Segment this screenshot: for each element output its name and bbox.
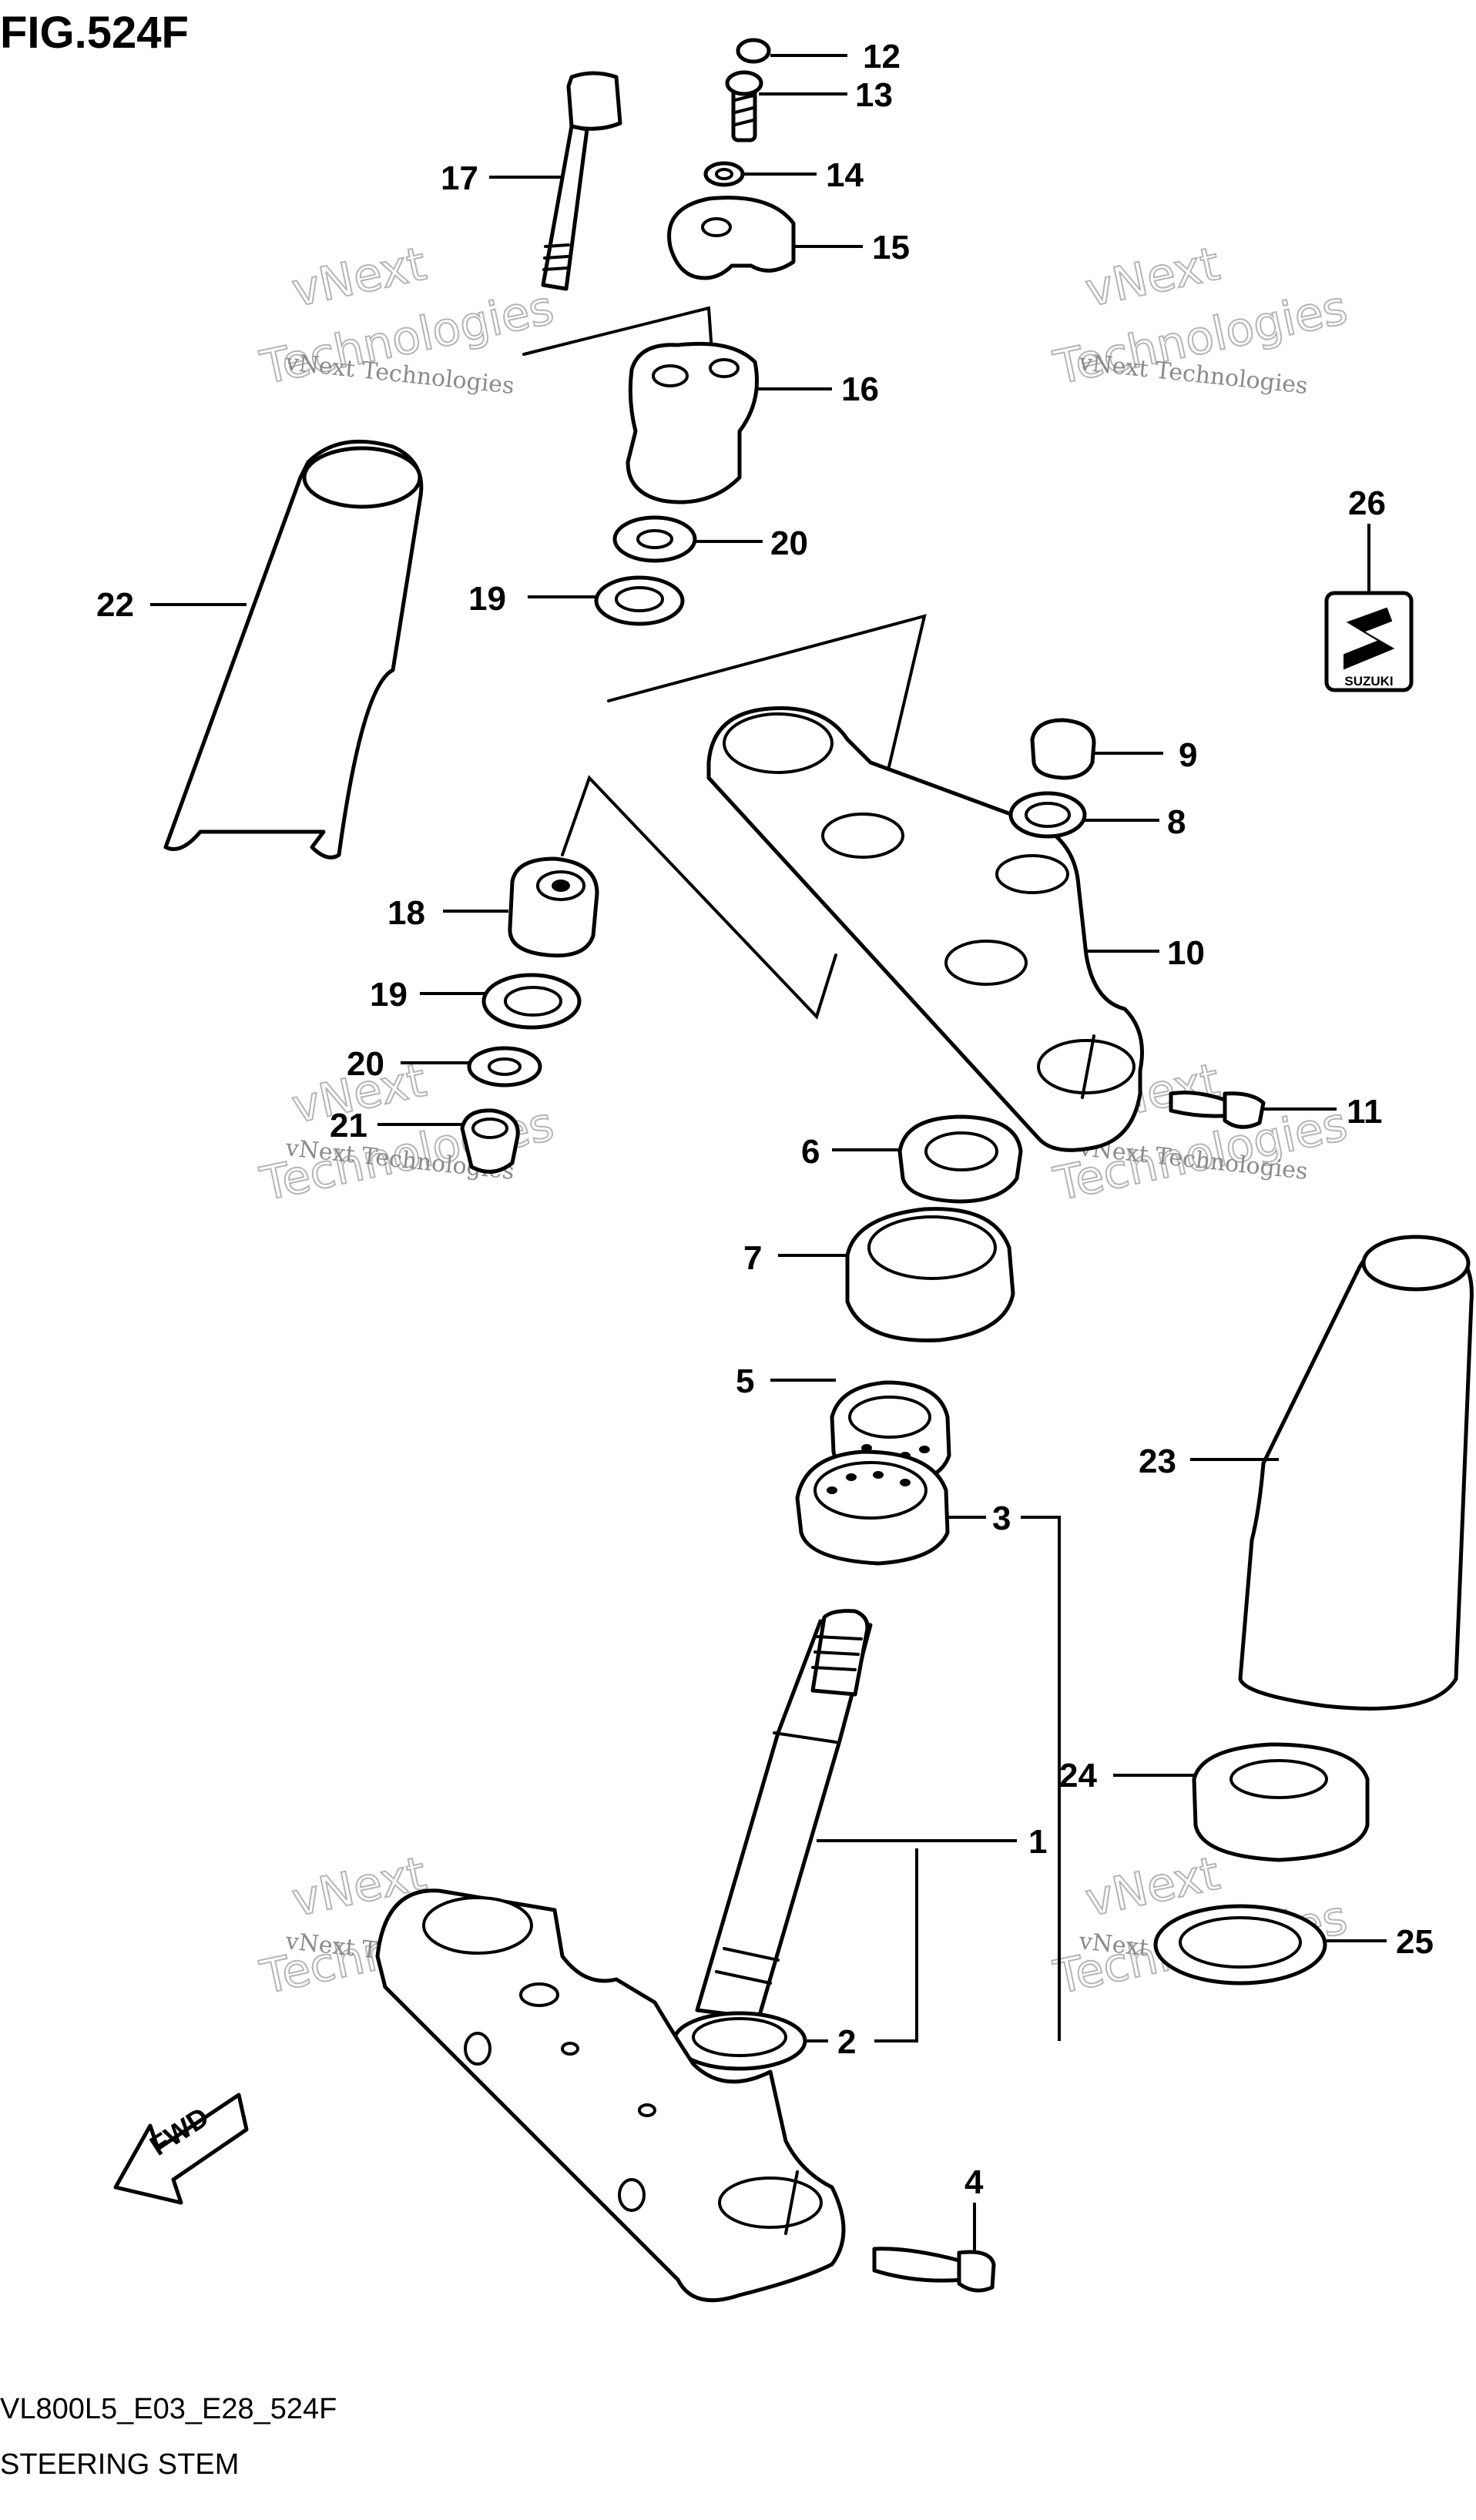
- part-11-bolt[interactable]: [1169, 1091, 1266, 1129]
- part-15-holder-upper[interactable]: [667, 196, 796, 280]
- callout-8[interactable]: 8: [1167, 803, 1186, 841]
- callout-7[interactable]: 7: [743, 1239, 762, 1277]
- callout-11[interactable]: 11: [1347, 1093, 1383, 1131]
- part-2-seal[interactable]: [672, 2011, 807, 2071]
- callout-leaders: [150, 54, 1387, 2253]
- callout-labels: 12 13 14 15 16 17 20 19 22 9 8 10 18 19 …: [96, 38, 1434, 2201]
- part-14-lock-washer[interactable]: [703, 161, 745, 187]
- watermark-text: vNext: [1081, 237, 1224, 318]
- part-1-steering-stem[interactable]: [695, 1609, 873, 2020]
- callout-14[interactable]: 14: [826, 156, 864, 194]
- callout-24[interactable]: 24: [1059, 1757, 1097, 1794]
- callout-12[interactable]: 12: [863, 38, 901, 75]
- part-13-bolt[interactable]: [725, 70, 763, 142]
- fwd-arrow: FWD: [113, 2093, 249, 2205]
- part-12-cap[interactable]: [736, 38, 771, 64]
- callout-6[interactable]: 6: [801, 1133, 820, 1171]
- emblem-text: SUZUKI: [1344, 674, 1393, 689]
- callout-22[interactable]: 22: [96, 586, 134, 624]
- part-20-washer-lower[interactable]: [467, 1046, 542, 1087]
- callout-17[interactable]: 17: [441, 159, 478, 197]
- part-24-spacer[interactable]: [1192, 1742, 1370, 1862]
- callout-25[interactable]: 25: [1396, 1923, 1434, 1961]
- figure-caption: STEERING STEM: [0, 2448, 239, 2481]
- figure-title: FIG.524F: [0, 8, 189, 58]
- part-26-emblem[interactable]: SUZUKI: [1324, 591, 1414, 692]
- callout-4[interactable]: 4: [964, 2163, 984, 2201]
- part-8-washer[interactable]: [1008, 791, 1087, 839]
- callout-21[interactable]: 21: [330, 1107, 367, 1144]
- callout-1[interactable]: 1: [1028, 1823, 1047, 1861]
- part-16-holder-lower[interactable]: [626, 341, 759, 504]
- callout-20-lower[interactable]: 20: [347, 1045, 384, 1083]
- callout-23[interactable]: 23: [1139, 1443, 1176, 1480]
- part-7-dust-seal[interactable]: [845, 1207, 1015, 1342]
- part-25-washer[interactable]: [1153, 1904, 1327, 1986]
- callout-15[interactable]: 15: [872, 229, 910, 266]
- callout-9[interactable]: 9: [1179, 736, 1197, 774]
- part-18-damper[interactable]: [508, 856, 599, 958]
- callout-2[interactable]: 2: [837, 2023, 856, 2061]
- part-9-cap[interactable]: [1030, 718, 1096, 780]
- part-19-washer-upper[interactable]: [594, 575, 685, 626]
- callout-5[interactable]: 5: [736, 1362, 754, 1400]
- part-1-lower-bracket[interactable]: [375, 1888, 846, 2303]
- part-21-nut[interactable]: [460, 1108, 520, 1174]
- part-3-bearing-lower[interactable]: [795, 1449, 950, 1566]
- part-20-washer-upper[interactable]: [612, 515, 697, 563]
- watermark-text: vNext: [287, 237, 431, 318]
- callout-18[interactable]: 18: [387, 894, 425, 932]
- callout-19-upper[interactable]: 19: [468, 580, 506, 618]
- callout-10[interactable]: 10: [1167, 934, 1205, 972]
- part-4-bolt[interactable]: [872, 2247, 996, 2293]
- part-19-washer-lower[interactable]: [481, 973, 582, 1030]
- callout-13[interactable]: 13: [855, 76, 893, 114]
- callout-3[interactable]: 3: [992, 1500, 1011, 1537]
- callout-16[interactable]: 16: [841, 370, 879, 408]
- part-22-fork-cover-left[interactable]: [163, 439, 424, 860]
- part-17-long-bolt[interactable]: [541, 71, 622, 291]
- part-6-steering-nut[interactable]: [897, 1114, 1023, 1204]
- part-10-upper-bracket[interactable]: [706, 706, 1144, 1152]
- callout-26[interactable]: 26: [1348, 484, 1386, 522]
- callout-19-lower[interactable]: 19: [370, 976, 408, 1014]
- model-code: VL800L5_E03_E28_524F: [0, 2393, 337, 2425]
- part-23-fork-cover-right[interactable]: [1238, 1235, 1474, 1711]
- suzuki-logo-icon: [1343, 607, 1395, 670]
- callout-20-upper[interactable]: 20: [770, 524, 808, 562]
